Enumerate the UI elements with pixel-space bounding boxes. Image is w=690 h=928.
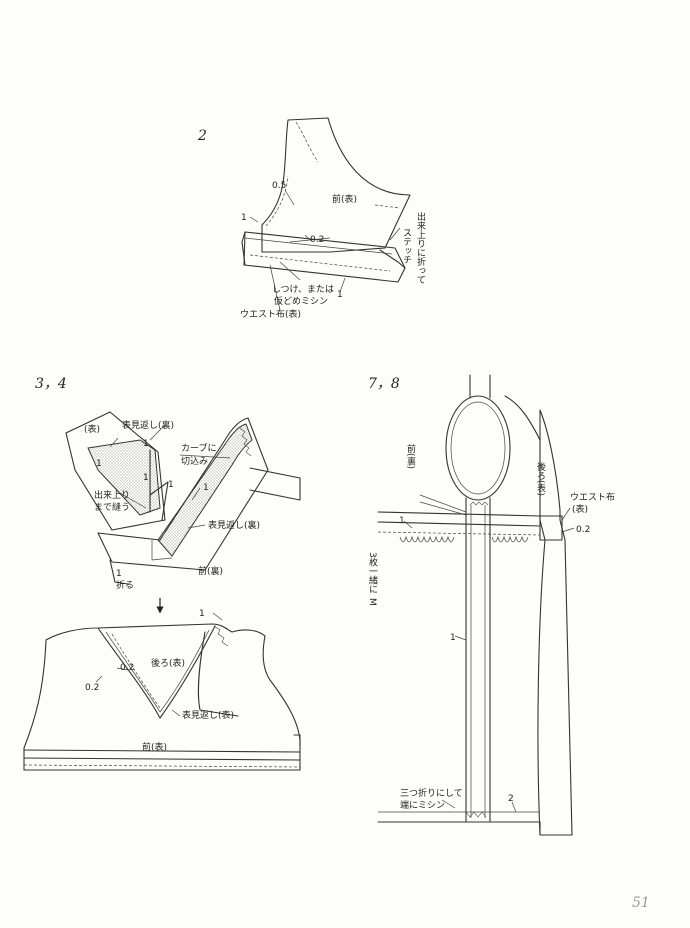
s2-1b-label: 1 — [337, 290, 343, 300]
s2-0.2-label: 0.2 — [310, 235, 324, 245]
s34-sew-label-a: 出来上り — [94, 489, 130, 501]
s34-waist-band — [23, 749, 301, 761]
s34-facing-band — [157, 423, 253, 557]
s2-basting-label-b: 仮どめミシン — [274, 295, 328, 307]
s34-1d-label: 1 — [168, 480, 174, 490]
s34-shoulder-notch — [213, 625, 229, 647]
s78-2-label: 2 — [508, 794, 514, 804]
s2-stitch-neck — [295, 121, 319, 163]
s78-back-right-label: 後ろ(表) — [535, 461, 546, 496]
s78-hem-label-a: 三つ折りにして — [400, 787, 463, 799]
s78-front-wrong-label: 前(裏) — [405, 443, 416, 469]
s78-waist-fabric-label-b: (表) — [572, 503, 588, 515]
s34-1c-label: 1 — [143, 473, 149, 483]
s2-stitch-shoulder — [374, 204, 401, 209]
s34-facing-dotted — [87, 439, 161, 516]
s34-front-right-label: 前(表) — [142, 741, 167, 753]
s34-fold1-label-a: 1 — [116, 569, 122, 579]
s2-waist-band — [243, 231, 406, 283]
s34-fold1-label-b: 折る — [116, 579, 134, 591]
s78-0.2-label: 0.2 — [576, 525, 590, 535]
s34-curve-label-b: 切込み — [181, 456, 208, 467]
s78-back-piece — [537, 409, 573, 836]
page-number: 51 — [632, 895, 650, 911]
s34-back-right-label: 後ろ(表) — [151, 657, 185, 669]
s34-front-wrong-label: 前(裏) — [198, 565, 223, 577]
s78-gather-label-b: M — [367, 598, 377, 606]
s78-gather-label-a: 3枚一緒に — [367, 552, 378, 594]
s2-stitch-arm — [265, 175, 289, 227]
s34-right-side-label: (表) — [84, 423, 100, 435]
s78-waist-band-side — [539, 515, 563, 541]
s2-finished-fold-label: 出来上りに折って — [415, 211, 426, 284]
s2-stitch-label: ステッチ — [401, 228, 412, 264]
s78-skirt — [377, 821, 541, 836]
s34-0.2b-label: 0.2 — [85, 683, 99, 693]
step-7-8-number: 7，8 — [368, 376, 400, 392]
s34-1e-label: 1 — [203, 483, 209, 493]
s34-v-neck — [97, 625, 216, 719]
s78-1b-label: 1 — [450, 633, 456, 643]
step-7-8-diagram: 7，8 前(裏) 後ろ(表) ウエスト布 (表) 0 — [367, 374, 615, 836]
s78-gathers — [399, 535, 529, 543]
s78-center-placket — [465, 497, 491, 823]
s34-sew-label-b: まで縫う — [94, 501, 130, 513]
s34-facing-wrong-top-label: 表見返し(裏) — [122, 419, 174, 431]
s2-waist-fabric-label: ウエスト布(表) — [240, 308, 301, 320]
s34-1b-label: 1 — [96, 459, 102, 469]
s2-0.5-label: 0.5 — [272, 181, 286, 191]
s34-1f-label: 1 — [199, 609, 205, 619]
step-3-4-diagram: 3，4 (表) 表見返し(裏) 1 1 1 1 カーブに 切込み 出来上り まで… — [23, 376, 301, 771]
s2-basting-label-a: しつけ、または — [272, 284, 334, 295]
step-2-diagram: 2 前(表) 0.5 1 0.2 1 出来上りに折って ステッチ しつけ、または… — [197, 117, 426, 320]
s34-neckline-strip — [65, 411, 166, 531]
step-3-4-number: 3，4 — [35, 376, 67, 392]
s78-1a-label: 1 — [399, 516, 405, 526]
s78-neck-opening — [445, 395, 511, 501]
s78-hem-label-b: 端にミシン — [400, 799, 445, 811]
s34-facing-right-label: 表見返し(表) — [182, 709, 234, 721]
s2-front-right-label: 前(表) — [332, 193, 357, 205]
s34-curve-label-a: カーブに — [181, 442, 216, 454]
s34-0.2a-label: 0.2 — [120, 663, 134, 673]
s2-1-label: 1 — [241, 213, 247, 223]
s34-assembled-bodice — [23, 623, 301, 771]
s34-v-neck-outer — [97, 417, 269, 571]
s78-waist-fabric-label-a: ウエスト布 — [570, 491, 615, 503]
step-2-number: 2 — [197, 128, 207, 144]
s34-facing-wrong-bottom-label: 表見返し(裏) — [208, 519, 260, 531]
s2-bodice-outline — [261, 117, 411, 253]
s34-1a-label: 1 — [143, 439, 149, 449]
s34-curve-notches — [239, 427, 252, 457]
